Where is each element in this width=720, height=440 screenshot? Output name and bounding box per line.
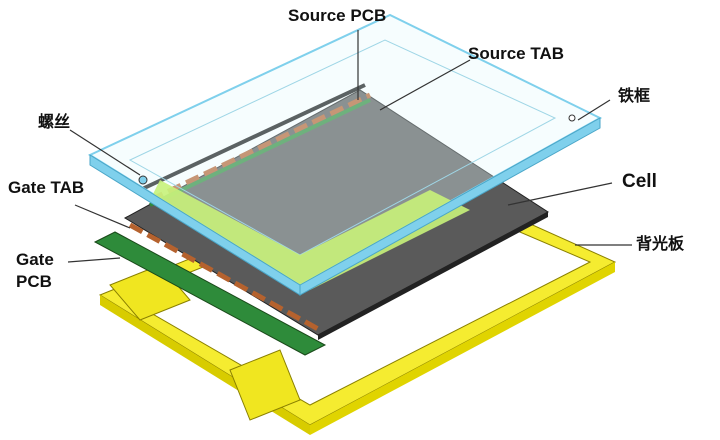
label-screw: 螺丝 bbox=[38, 112, 71, 131]
gate-pcb bbox=[93, 231, 327, 356]
label-source-pcb: Source PCB bbox=[288, 6, 387, 25]
label-source-tab: Source TAB bbox=[468, 44, 565, 63]
label-gate-pcb-line2: PCB bbox=[16, 272, 52, 291]
label-backlight: 背光板 bbox=[636, 234, 685, 253]
label-gate-pcb-line1: Gate bbox=[16, 250, 54, 269]
label-cell: Cell bbox=[622, 171, 657, 192]
label-gate-tab: Gate TAB bbox=[8, 178, 85, 197]
screw-icon bbox=[138, 175, 148, 185]
label-frame: 铁框 bbox=[618, 86, 651, 105]
source-tab bbox=[148, 92, 372, 203]
source-pcb bbox=[139, 83, 366, 192]
metal-frame bbox=[87, 13, 603, 296]
gate-tab bbox=[128, 222, 322, 333]
leader-lines bbox=[67, 30, 632, 263]
